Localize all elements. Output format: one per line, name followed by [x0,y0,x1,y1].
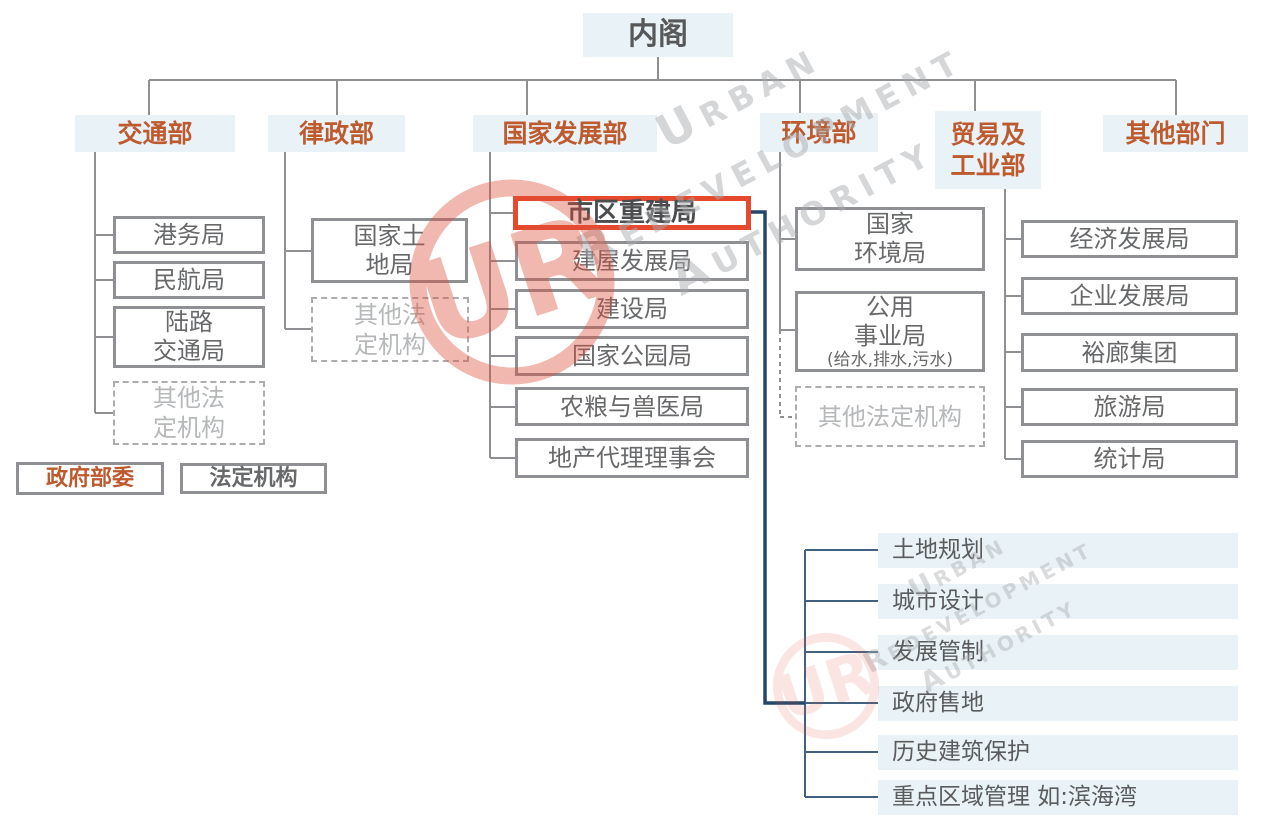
agency-public-utilities: 公用 事业局 (给水,排水,污水) [795,291,985,372]
agency-singapore-land-authority: 国家土 地局 [311,218,468,283]
agency-jurong-group: 裕廊集团 [1021,333,1238,372]
agency-building-construction: 建设局 [515,289,749,329]
agency-civil-aviation: 民航局 [113,261,265,299]
ura-function-development-control: 发展管制 [878,635,1238,670]
agency-land-transport: 陆路 交通局 [113,306,265,368]
ministry-trade-industry: 贸易及 工业部 [935,111,1041,189]
agency-enterprise-development: 企业发展局 [1021,277,1238,315]
agency-national-environment: 国家 环境局 [795,207,985,271]
agency-housing-development: 建屋发展局 [515,241,749,281]
ura-function-land-planning: 土地规划 [878,533,1238,568]
ura-function-heritage-conservation: 历史建筑保护 [878,735,1238,770]
law-other-statutory-boards: 其他法 定机构 [311,297,469,362]
public-utilities-note: (给水,排水,污水) [826,349,954,370]
agency-port-authority: 港务局 [113,216,265,254]
ura-to-functions-connector [751,210,805,705]
function-list-lines [804,549,878,798]
ura-function-government-land-sales: 政府售地 [878,686,1238,721]
legend-statutory-board: 法定机构 [180,463,327,494]
agency-tourism-board: 旅游局 [1021,388,1238,426]
legend-government-ministry: 政府部委 [16,462,164,495]
agency-statistics: 统计局 [1021,440,1238,478]
agency-estate-agencies-council: 地产代理理事会 [515,438,749,478]
agency-agri-food-veterinary: 农粮与兽医局 [515,387,749,426]
agency-urban-redevelopment-authority: 市区重建局 [513,196,751,230]
ministry-law: 律政部 [268,115,405,152]
agency-economic-development: 经济发展局 [1021,220,1238,258]
ministry-environment: 环境部 [760,113,878,152]
public-utilities-name: 公用 事业局 [854,293,926,351]
ministry-others: 其他部门 [1103,115,1248,152]
agency-national-parks: 国家公园局 [515,336,749,376]
ura-function-key-area-management: 重点区域管理 如:滨海湾 [878,780,1238,815]
transport-other-statutory-boards: 其他法 定机构 [113,381,265,445]
ministry-transport: 交通部 [75,115,235,152]
tree-lines [94,57,1177,460]
ministry-national-development: 国家发展部 [473,115,657,152]
cabinet-box: 内阁 [583,13,733,57]
environment-other-statutory-boards: 其他法定机构 [795,386,985,447]
ura-function-urban-design: 城市设计 [878,584,1238,619]
